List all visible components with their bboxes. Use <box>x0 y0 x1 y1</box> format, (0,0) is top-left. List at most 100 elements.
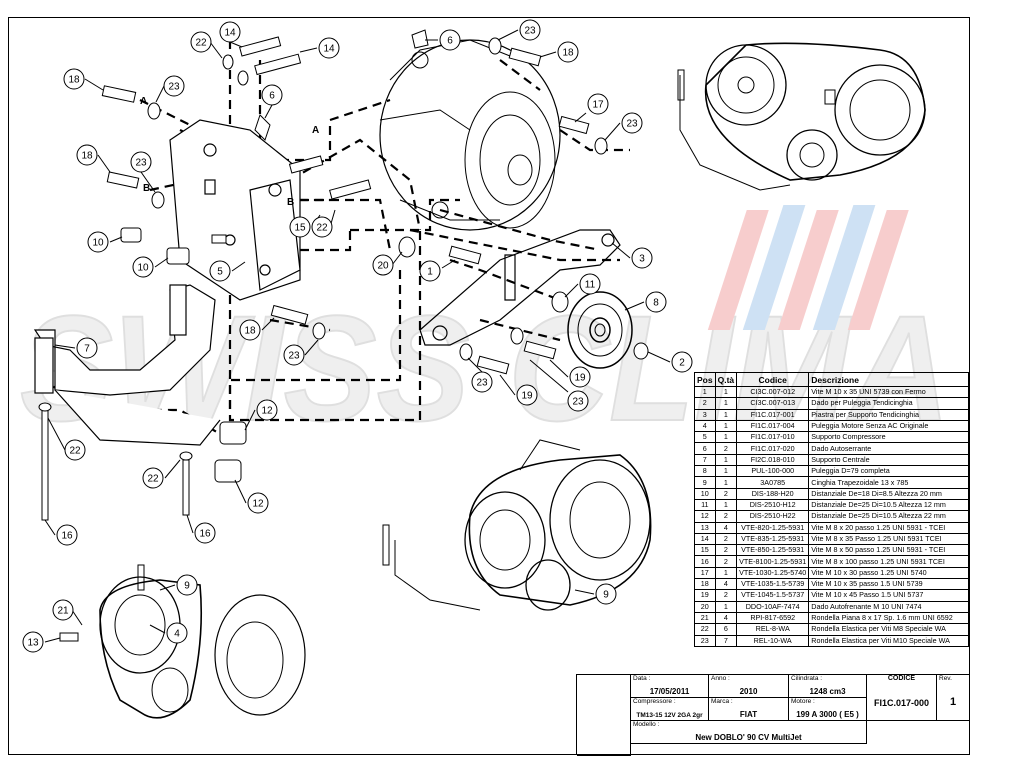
callout-labels: 1 2 3 4 5 6 6 7 8 9 9 10 10 11 12 12 13 … <box>22 19 693 653</box>
cell-desc: Vite M 10 x 35 passo 1.5 UNI 5739 <box>808 578 969 591</box>
cell-pos: 14 <box>694 532 716 546</box>
svg-text:20: 20 <box>377 261 389 272</box>
motore-cell: Motore :199 A 3000 ( E5 ) <box>789 698 867 721</box>
brand-value: FIAT <box>739 710 758 719</box>
cell-code: FI1C.017-020 <box>736 442 810 455</box>
cell-code: FI2C.018-010 <box>736 453 810 467</box>
header-desc: Descrizione <box>808 372 969 387</box>
cell-desc: Dado Autofrenante M 10 UNI 7474 <box>808 600 969 613</box>
cell-qty: 1 <box>714 465 738 478</box>
cell-qty: 1 <box>714 566 738 580</box>
svg-text:10: 10 <box>137 263 149 274</box>
svg-text:18: 18 <box>68 75 80 86</box>
cell-code: VTE-835-1.25-5931 <box>736 532 810 546</box>
cell-qty: 1 <box>714 431 738 444</box>
cell-pos: 20 <box>694 600 716 613</box>
cell-qty: 7 <box>714 634 738 647</box>
cell-qty: 4 <box>714 611 738 625</box>
cell-code: DDO-10AF-7474 <box>736 600 810 613</box>
cell-pos: 16 <box>694 555 716 568</box>
callout-7: 7 <box>54 337 98 359</box>
callout-12a: 12 <box>244 399 278 431</box>
header-pos: Pos <box>694 372 716 387</box>
cilindrata-cell: Cilindrata :1248 cm3 <box>789 675 867 698</box>
cell-desc: Distanziale De=18 Di=8.5 Altezza 20 mm <box>808 487 969 500</box>
assembled-view-bottom <box>382 439 652 611</box>
letter-a-2: A <box>312 125 319 136</box>
callout-21: 21 <box>52 599 83 626</box>
cell-qty: 2 <box>714 555 738 568</box>
compressore-cell: Compressore :TM13-15 12V 2GA 2gr <box>631 698 709 721</box>
callout-22a: 22 <box>190 31 223 59</box>
cell-pos: 1 <box>694 385 716 399</box>
cell-desc: Puleggia D=79 completa <box>808 465 969 478</box>
cell-desc: Vite M 10 x 35 UNI 5739 con Fermo <box>808 385 969 399</box>
letter-b-2: B <box>287 197 294 208</box>
cell-desc: Distanziale De=25 Di=10.5 Altezza 12 mm <box>808 498 969 512</box>
cell-qty: 2 <box>714 544 738 557</box>
callout-23f: 23 <box>467 357 493 393</box>
svg-text:19: 19 <box>521 391 533 402</box>
svg-text:13: 13 <box>27 638 39 649</box>
anno-cell: Anno :2010 <box>709 675 789 698</box>
marca-cell: Marca :FIAT <box>709 698 789 721</box>
watermark-logo <box>707 205 909 330</box>
svg-text:21: 21 <box>57 606 69 617</box>
cell-code: CI3C.007-013 <box>736 397 810 410</box>
codice-cell: CODICE FI1C.017-000 <box>867 675 937 721</box>
svg-text:5: 5 <box>217 267 223 278</box>
cell-qty: 1 <box>714 498 738 512</box>
callout-18d: 18 <box>239 317 275 341</box>
callout-6a: 6 <box>425 29 461 51</box>
cell-qty: 1 <box>714 476 738 489</box>
modello-cell: Modello :New DOBLO' 90 CV MultiJet <box>631 721 867 744</box>
svg-text:11: 11 <box>585 280 596 291</box>
cell-pos: 23 <box>694 634 716 647</box>
cell-pos: 7 <box>694 453 716 467</box>
cell-code: 3A0785 <box>736 476 810 489</box>
svg-text:1: 1 <box>427 267 433 278</box>
callout-19a: 19 <box>549 359 591 388</box>
callout-23g: 23 <box>529 359 589 412</box>
svg-text:12: 12 <box>252 499 264 510</box>
cell-code: REL-8-WA <box>736 623 810 636</box>
cell-pos: 18 <box>694 578 716 591</box>
svg-text:23: 23 <box>288 351 300 362</box>
header-code: Codice <box>736 372 810 387</box>
callout-23c: 23 <box>497 19 541 41</box>
header-qty: Q.tà <box>714 372 738 387</box>
tensioner-plate <box>419 229 621 346</box>
cell-pos: 17 <box>694 566 716 580</box>
cell-pos: 5 <box>694 431 716 444</box>
date-value: 17/05/2011 <box>649 687 690 696</box>
cell-code: VTE-820-1.25-5931 <box>736 521 810 534</box>
callout-9b: 9 <box>574 583 617 605</box>
tensioner-pulley <box>567 291 633 369</box>
cell-code: FI1C.017-004 <box>736 419 810 433</box>
cell-desc: Vite M 8 x 50 passo 1.25 UNI 5931 - TCEI <box>808 544 969 557</box>
callout-16a: 16 <box>44 519 78 546</box>
callout-18b: 18 <box>76 144 111 173</box>
cell-desc: Rondella Piana 8 x 17 Sp. 1.6 mm UNI 659… <box>808 611 969 625</box>
callout-11: 11 <box>564 273 601 298</box>
cell-pos: 6 <box>694 442 716 455</box>
svg-text:2: 2 <box>679 358 685 369</box>
cell-code: VTE-1035-1.5-5739 <box>736 578 810 591</box>
cell-qty: 1 <box>714 397 738 410</box>
svg-text:23: 23 <box>572 397 584 408</box>
svg-text:8: 8 <box>653 298 659 309</box>
cell-code: VTE-1030-1.25-5740 <box>736 566 810 580</box>
svg-text:22: 22 <box>69 446 81 457</box>
cell-desc: Piastra per Supporto Tendicinghia <box>808 408 969 421</box>
